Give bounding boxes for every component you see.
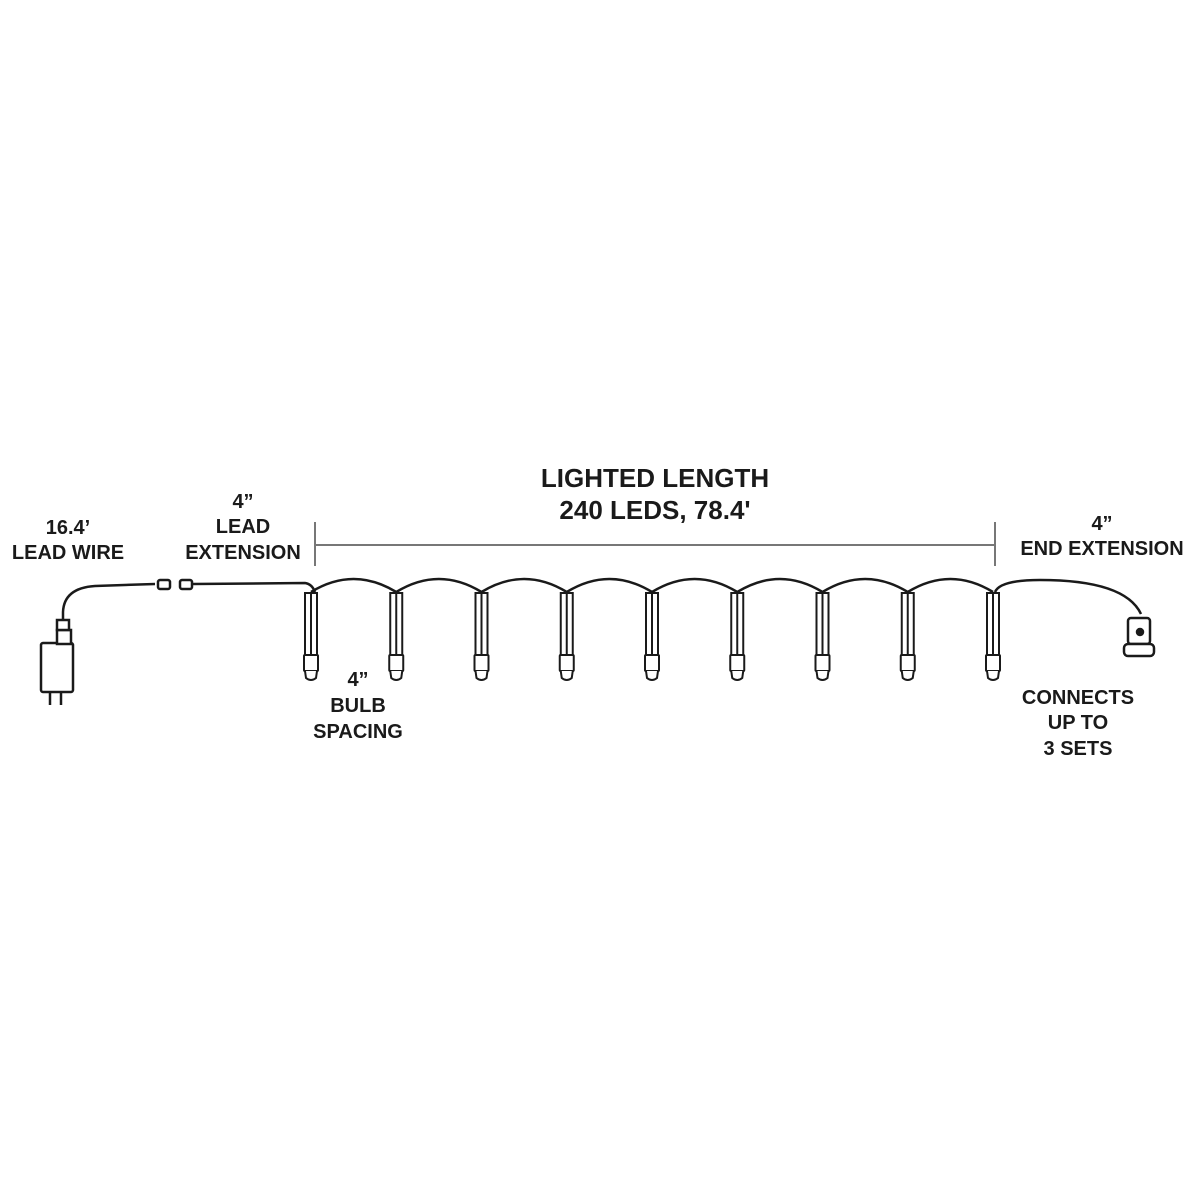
dimension-line: [314, 522, 996, 566]
bulb-spacing-line1: BULB: [330, 695, 386, 717]
lead-wire-label: LEAD WIRE: [11, 542, 125, 564]
lighted-length-detail: 240 LEDS, 78.4': [559, 495, 751, 525]
led-bulb-icon: [814, 592, 831, 681]
led-bulb-icon: [303, 592, 319, 681]
end-extension-length: 4”: [1091, 513, 1113, 535]
led-bulb-icon: [985, 592, 1001, 681]
wire-segment: [310, 577, 397, 594]
lead-wire-length: 16.4’: [45, 517, 91, 539]
wire-segment: [821, 577, 909, 594]
end-extension-label: END EXTENSION: [1020, 538, 1184, 560]
led-bulb-icon: [473, 592, 490, 681]
lead-extension-length: 4”: [232, 491, 254, 513]
lighted-length-title: LIGHTED LENGTH: [540, 463, 770, 493]
led-bulb-icon: [729, 592, 746, 681]
connects-line3: 3 SETS: [1043, 738, 1113, 760]
connector-plug-icon: [156, 578, 317, 593]
led-bulb-icon: [644, 592, 660, 681]
wire-segment: [907, 577, 994, 594]
end-connector-icon: [993, 578, 1156, 658]
wire-segment: [651, 577, 738, 594]
lead-extension-line1: LEAD: [215, 516, 271, 538]
wire-segment: [395, 577, 483, 594]
wire-segment: [566, 577, 653, 594]
bulb-string: [303, 577, 1001, 681]
connects-line1: CONNECTS: [1021, 687, 1135, 709]
led-bulb-icon: [899, 592, 916, 681]
led-bulb-icon: [388, 592, 405, 681]
lead-extension-line2: EXTENSION: [185, 542, 301, 564]
wire-segment: [736, 577, 824, 594]
power-adapter-icon: [39, 582, 156, 705]
led-bulb-icon: [558, 592, 575, 681]
connects-line2: UP TO: [1047, 712, 1109, 734]
wire-segment: [480, 577, 568, 594]
bulb-spacing-length: 4”: [347, 669, 369, 691]
bulb-spacing-line2: SPACING: [313, 721, 403, 743]
